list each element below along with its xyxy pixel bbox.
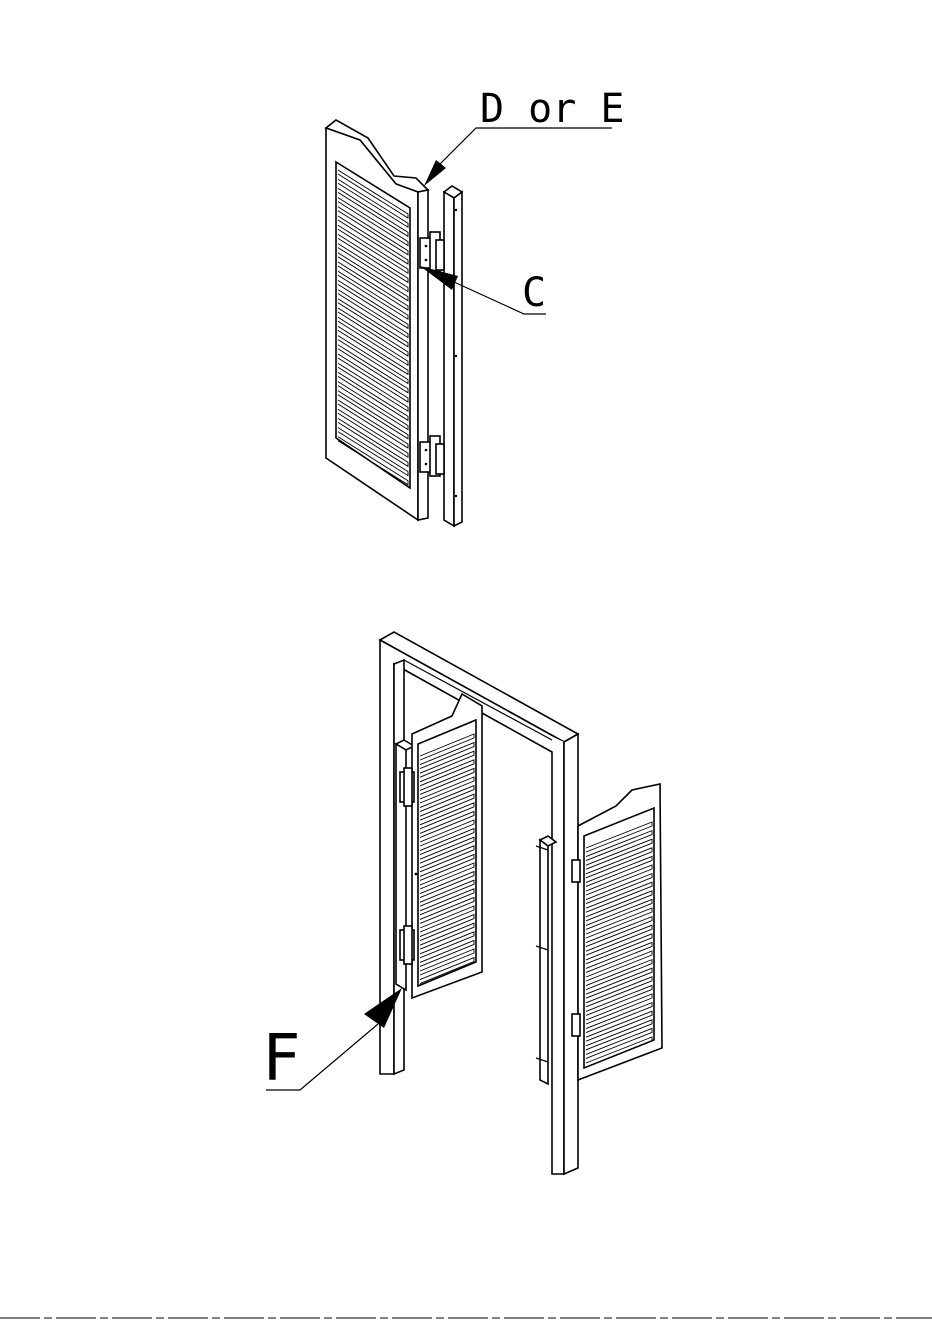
hinge-top-1 [420, 232, 444, 272]
callout-d-or-e: D or E [424, 86, 625, 186]
figure-2-frame-installation: F [262, 632, 662, 1174]
label-c: C [522, 270, 546, 316]
callout-c: C [420, 266, 546, 316]
figure-1-door-and-post: D or E C [326, 86, 625, 526]
door-panel-left [396, 694, 482, 998]
door-panel-1 [326, 120, 428, 520]
post-1 [444, 186, 462, 526]
label-f: F [262, 1022, 301, 1096]
hinge-bottom-1 [420, 436, 444, 476]
label-d-or-e: D or E [480, 86, 625, 132]
